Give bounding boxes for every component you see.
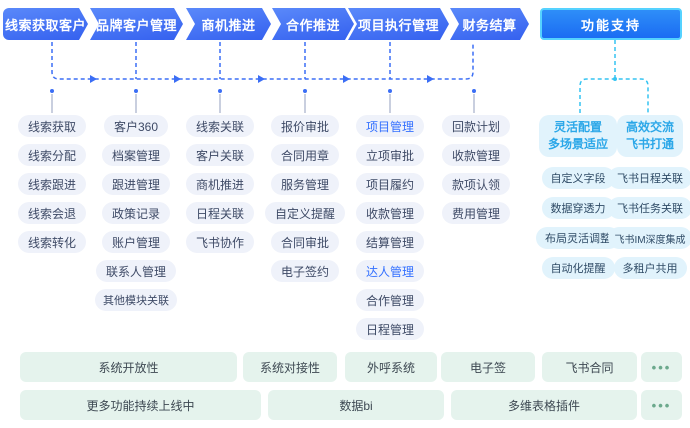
feature-pill: 线索关联 [185,115,254,137]
feature-pill: 其他模块关联 [95,289,177,311]
feature-pill: 结算管理 [355,231,424,253]
support-header-line: 灵活配置 [553,120,602,134]
feature-column-customer: 客户360 档案管理 跟进管理 政策记录 账户管理 联系人管理 其他模块关联 [95,115,177,311]
capability-box-call-system: 外呼系统 [345,352,437,382]
support-header-line: 多场景适应 [547,137,608,151]
feature-pill: 政策记录 [101,202,170,224]
feature-column-contracts: 报价审批 合同用章 服务管理 自定义提醒 合同审批 电子签约 [265,115,346,282]
feature-pill: 合同审批 [270,231,339,253]
feature-pill: 收款管理 [355,202,424,224]
support-header-line: 飞书打通 [625,137,674,151]
feature-column-project: 项目管理 立项审批 项目履约 收款管理 结算管理 达人管理 合作管理 日程管理 [350,115,430,340]
capability-box-more-features: 更多功能持续上线中 [20,390,261,420]
flow-rail [51,42,474,80]
feature-pill: 合作管理 [355,289,424,311]
feature-pill: 回款计划 [441,115,510,137]
feature-pill: 档案管理 [101,144,170,166]
support-group-feishu: 高效交流 飞书打通 飞书日程关联 飞书任务关联 飞书IM深度集成 多租户共用 [608,115,690,279]
feature-pill: 跟进管理 [101,173,170,195]
flow-step-cooperation: 合作推进 [272,8,354,40]
support-pill: 自定义字段 [541,167,615,189]
feature-pill-highlight: 达人管理 [355,260,424,282]
feature-pill: 账户管理 [101,231,170,253]
support-group-flexible-config: 灵活配置 多场景适应 自定义字段 数据穿透力 布局灵活调整 自动化提醒 [536,115,620,279]
column-pins [50,89,476,113]
feature-column-finance: 回款计划 收款管理 款项认领 费用管理 [436,115,516,224]
flow-step-finance-settlement: 财务结算 [450,8,529,40]
feature-pill: 报价审批 [270,115,339,137]
more-ellipsis-icon: ••• [641,352,682,382]
feature-pill: 线索会退 [17,202,86,224]
support-pill: 多租户共用 [613,257,687,279]
feature-pill: 商机推进 [185,173,254,195]
rail-arrow-icon [427,75,434,83]
feature-pill: 线索分配 [17,144,86,166]
flow-step-opportunity: 商机推进 [186,8,271,40]
feature-pill: 立项审批 [355,144,424,166]
capability-box-feishu-contract: 飞书合同 [542,352,637,382]
feature-pill: 电子签约 [270,260,339,282]
rail-arrow-icon [343,75,350,83]
flow-step-project-execution: 项目执行管理 [348,8,449,40]
capability-box-esign: 电子签 [441,352,535,382]
flow-step-brand-customer: 品牌客户管理 [90,8,183,40]
feature-pill: 合同用章 [270,144,339,166]
feature-pill: 自定义提醒 [265,202,346,224]
feature-pill: 线索转化 [17,231,86,253]
capability-box-data-bi: 数据bi [268,390,444,420]
support-pill: 布局灵活调整 [536,227,620,249]
feature-pill: 费用管理 [441,202,510,224]
feature-pill: 飞书协作 [185,231,254,253]
support-branch [579,40,649,113]
support-group-header: 灵活配置 多场景适应 [538,115,617,157]
feature-column-opportunity: 线索关联 客户关联 商机推进 日程关联 飞书协作 [180,115,260,253]
feature-pill: 项目履约 [355,173,424,195]
feature-pill: 线索获取 [17,115,86,137]
feature-pill: 客户关联 [185,144,254,166]
feature-pill: 收款管理 [441,144,510,166]
feature-pill: 日程管理 [355,318,424,340]
feature-pill: 服务管理 [270,173,339,195]
feature-column-leads: 线索获取 线索分配 线索跟进 线索会退 线索转化 [12,115,92,253]
support-header-line: 高效交流 [625,120,674,134]
support-pill: 飞书任务关联 [608,197,690,219]
rail-arrow-icon [90,75,97,83]
capability-box-multidim-table: 多维表格插件 [451,390,637,420]
feature-pill: 款项认领 [441,173,510,195]
support-pill: 数据穿透力 [541,197,615,219]
support-pill: 飞书IM深度集成 [608,227,690,249]
more-ellipsis-icon: ••• [641,390,682,420]
support-pill: 飞书日程关联 [608,167,690,189]
rail-arrow-icon [258,75,265,83]
flow-step-lead-acquisition: 线索获取客户 [3,8,88,40]
capability-box-connectivity: 系统对接性 [243,352,337,382]
feature-pill-highlight: 项目管理 [355,115,424,137]
rail-arrow-icon [174,75,181,83]
support-button: 功能支持 [540,8,682,40]
capability-box-openness: 系统开放性 [20,352,237,382]
feature-pill: 线索跟进 [17,173,86,195]
feature-pill: 客户360 [103,115,169,137]
support-pill: 自动化提醒 [541,257,615,279]
feature-pill: 联系人管理 [96,260,177,282]
feature-pill: 日程关联 [185,202,254,224]
support-group-header: 高效交流 飞书打通 [616,115,683,157]
